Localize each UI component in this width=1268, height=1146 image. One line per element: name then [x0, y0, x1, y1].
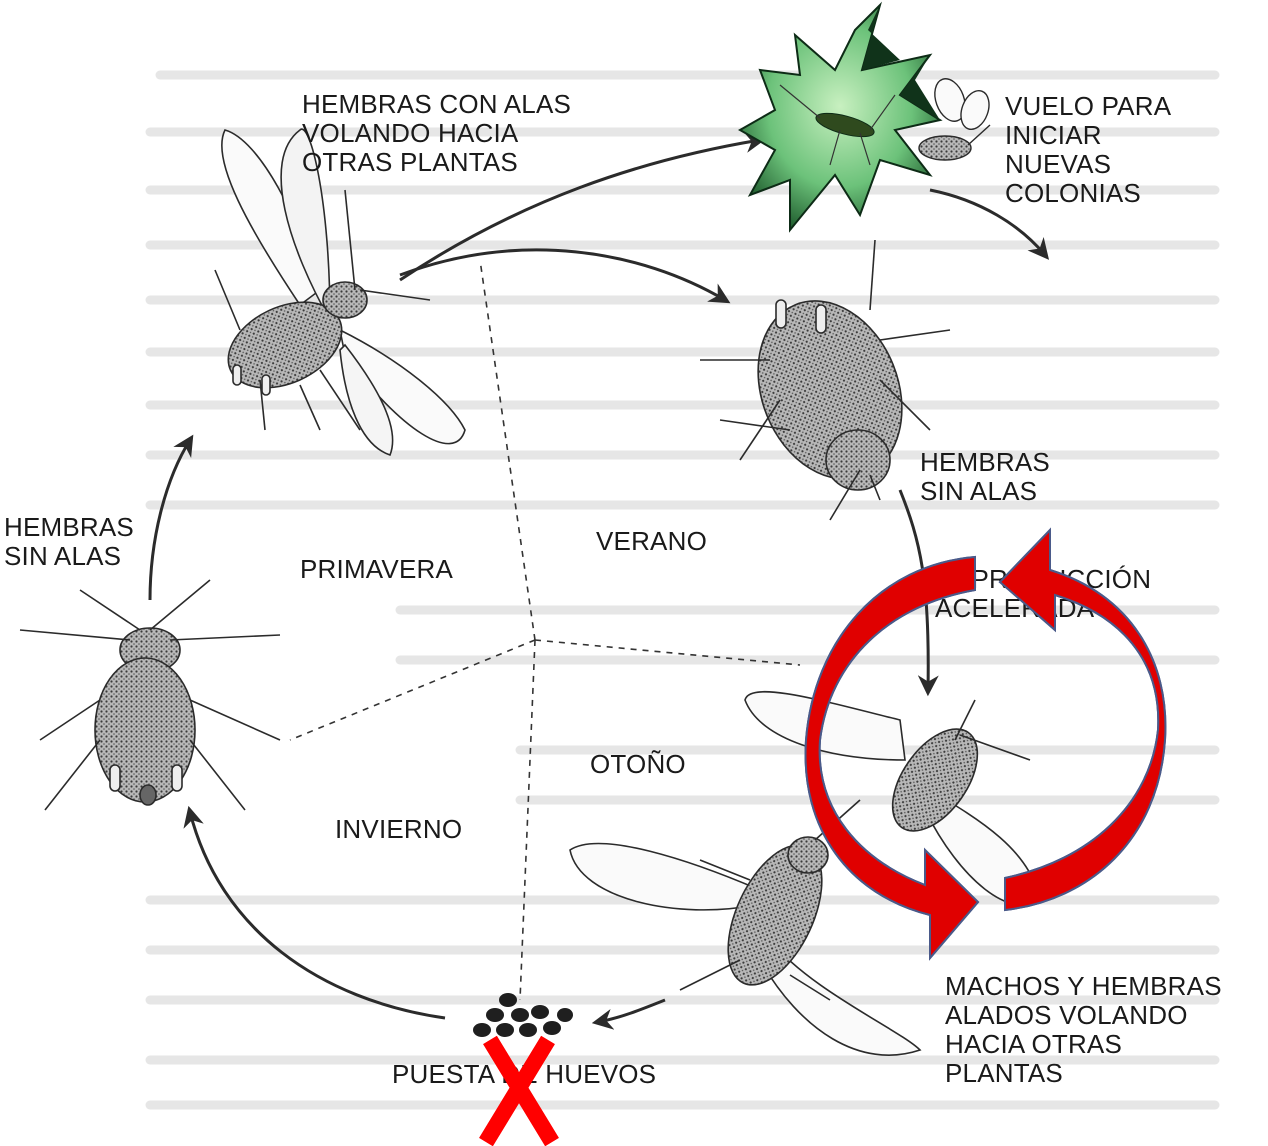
- label-egg-laying: PUESTA DE HUEVOS: [392, 1060, 656, 1089]
- red-x-mark: [486, 1040, 552, 1142]
- label-wingless-females-left: HEMBRAS SIN ALAS: [4, 513, 134, 571]
- wingless-female-aphid-winter: [20, 580, 280, 810]
- label-new-colonies: VUELO PARA INICIAR NUEVAS COLONIAS: [1005, 92, 1171, 208]
- label-accelerated-reproduction: REPRODUCCIÓN ACELERADA: [935, 565, 1151, 623]
- season-autumn: OTOÑO: [590, 750, 686, 779]
- season-winter: INVIERNO: [335, 815, 462, 844]
- season-spring: PRIMAVERA: [300, 555, 453, 584]
- season-summer: VERANO: [596, 527, 707, 556]
- label-wingless-females-right: HEMBRAS SIN ALAS: [920, 448, 1050, 506]
- label-winged-males-females: MACHOS Y HEMBRAS ALADOS VOLANDO HACIA OT…: [945, 972, 1222, 1088]
- label-winged-females: HEMBRAS CON ALAS VOLANDO HACIA OTRAS PLA…: [302, 90, 571, 177]
- aphid-photo-badge: [740, 5, 940, 230]
- wingless-female-aphid-summer: [700, 240, 950, 520]
- arrow-to-spring: [150, 440, 190, 600]
- arrow-to-summer: [400, 250, 725, 300]
